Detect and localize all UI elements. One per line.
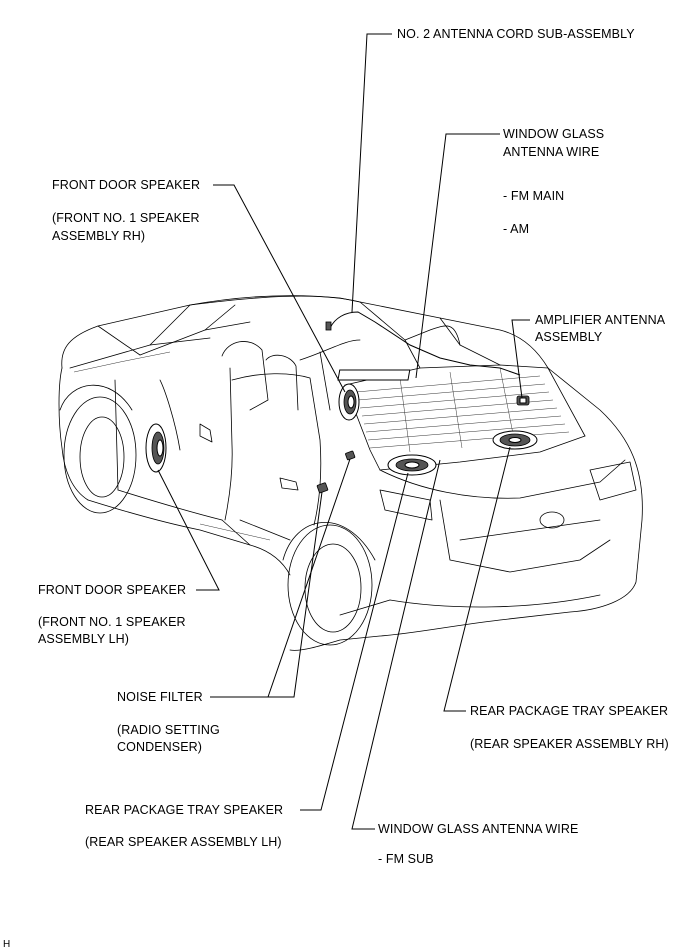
label-front-no1-lh-line1: (FRONT NO. 1 SPEAKER [38,615,186,629]
label-front-no1-rh-line2: ASSEMBLY RH) [52,229,146,243]
label-rear-tray-speaker-rh: REAR PACKAGE TRAY SPEAKER [470,704,669,718]
label-am: - AM [503,222,530,236]
label-window-glass-antenna-wire-line1: WINDOW GLASS [503,127,605,141]
label-amplifier-antenna-line1: AMPLIFIER ANTENNA [535,313,666,327]
label-rear-speaker-rh: (REAR SPEAKER ASSEMBLY RH) [470,737,669,751]
front-door-speaker-lh-part [145,423,167,473]
label-front-no1-lh-line2: ASSEMBLY LH) [38,632,130,646]
noise-filter-part-2 [316,482,329,494]
antenna-cord-part [325,311,521,376]
noise-filter-part [345,450,356,461]
front-door-speaker-rh-part [338,383,360,421]
leader-lines [157,33,530,830]
label-window-glass-antenna-wire-fm: WINDOW GLASS ANTENNA WIRE [378,822,579,836]
corner-mark: H [3,939,11,950]
label-noise-filter: NOISE FILTER [117,690,203,704]
label-fm-main: - FM MAIN [503,189,565,203]
label-radio-setting-line1: (RADIO SETTING [117,723,220,737]
window-glass-antenna-part [337,369,411,381]
label-window-glass-antenna-wire-line2: ANTENNA WIRE [503,145,600,159]
label-antenna-cord: NO. 2 ANTENNA CORD SUB-ASSEMBLY [397,27,635,41]
label-fm-sub: - FM SUB [378,852,434,866]
label-front-door-speaker-lh: FRONT DOOR SPEAKER [38,583,187,597]
label-front-no1-rh-line1: (FRONT NO. 1 SPEAKER [52,211,200,225]
label-rear-tray-speaker-lh: REAR PACKAGE TRAY SPEAKER [85,803,284,817]
rear-package-tray-speaker-rh-part [492,430,538,450]
label-rear-speaker-lh: (REAR SPEAKER ASSEMBLY LH) [85,835,282,849]
label-amplifier-antenna-line2: ASSEMBLY [535,330,603,344]
label-radio-setting-line2: CONDENSER) [117,740,203,754]
rear-package-tray-speaker-lh-part [387,454,437,476]
label-front-door-speaker-rh: FRONT DOOR SPEAKER [52,178,201,192]
amplifier-antenna-part [516,395,530,406]
